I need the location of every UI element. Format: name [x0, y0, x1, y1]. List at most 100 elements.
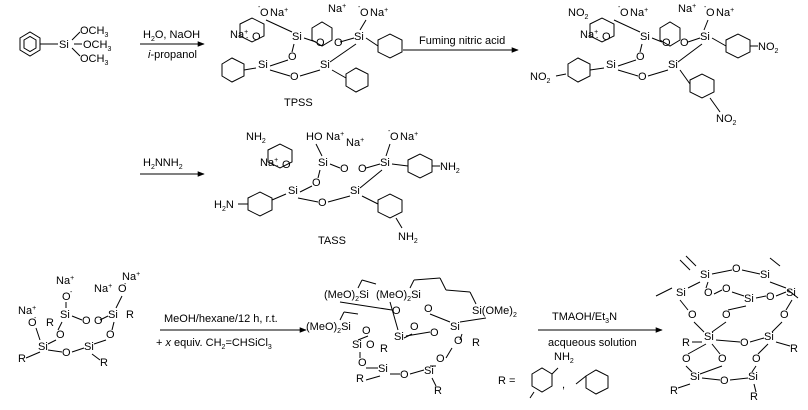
svg-text:Si: Si	[744, 293, 754, 305]
svg-text:NH2: NH2	[440, 161, 460, 175]
svg-text:Si: Si	[700, 269, 710, 281]
svg-text:Si: Si	[676, 287, 686, 299]
svg-text:-: -	[34, 315, 37, 322]
svg-text:O: O	[720, 375, 729, 387]
svg-text:O: O	[316, 37, 325, 49]
svg-text:Si: Si	[292, 31, 302, 43]
svg-text:O: O	[334, 37, 343, 49]
svg-text:O: O	[636, 51, 645, 63]
svg-text:-: -	[358, 4, 361, 11]
svg-text:OCH3: OCH3	[83, 39, 111, 53]
svg-text:-: -	[258, 4, 261, 11]
svg-text:-: -	[618, 4, 621, 11]
svg-text:Si: Si	[354, 31, 364, 43]
svg-text:Si(OMe)2: Si(OMe)2	[472, 305, 517, 319]
svg-text:O: O	[424, 303, 433, 315]
svg-text:O: O	[454, 335, 463, 347]
svg-text:Si: Si	[450, 321, 460, 333]
tass-structure: NH2 HO Na+ Na+ O - Na+ Na+ - O Si Si O O…	[214, 128, 460, 247]
svg-text:Si: Si	[378, 363, 388, 375]
svg-text:O: O	[360, 7, 369, 19]
svg-text:Fuming nitric acid: Fuming nitric acid	[419, 35, 505, 47]
svg-text:O: O	[358, 357, 367, 369]
arrow-hydrolysis: H2O, NaOH i-propanol	[140, 29, 205, 61]
svg-text:Na+: Na+	[630, 7, 648, 19]
svg-text:O: O	[430, 327, 439, 339]
arrow-condensation: TMAOH/Et3N acqueous solution	[538, 311, 663, 349]
svg-text:NH2: NH2	[398, 231, 418, 245]
svg-text:acqueous solution: acqueous solution	[548, 337, 637, 349]
svg-text:O: O	[260, 7, 269, 19]
svg-text:O: O	[680, 37, 689, 49]
svg-text:H2NNH2: H2NNH2	[143, 157, 183, 171]
svg-text:R: R	[126, 309, 134, 321]
svg-text:Si: Si	[760, 269, 770, 281]
svg-text:Si: Si	[108, 309, 118, 321]
svg-text:Na+: Na+	[400, 131, 418, 143]
svg-text:Na+: Na+	[230, 29, 248, 41]
svg-text:O: O	[638, 71, 647, 83]
svg-text:O: O	[682, 353, 691, 365]
svg-text:Si: Si	[700, 31, 710, 43]
svg-text:NO2: NO2	[568, 7, 589, 21]
svg-text:H2O, NaOH: H2O, NaOH	[143, 29, 200, 43]
svg-text:Na+: Na+	[678, 3, 696, 15]
svg-text:(MeO)2Si: (MeO)2Si	[376, 289, 421, 303]
svg-text:(MeO)2Si: (MeO)2Si	[324, 289, 369, 303]
svg-text:Si: Si	[394, 331, 404, 343]
svg-text:Si: Si	[748, 371, 758, 383]
svg-text:O: O	[390, 131, 399, 143]
svg-text:Si: Si	[318, 157, 328, 169]
svg-text:O: O	[766, 291, 775, 303]
svg-text:Si: Si	[764, 331, 774, 343]
svg-text:O: O	[780, 309, 789, 321]
svg-text:O: O	[392, 305, 401, 317]
svg-text:O: O	[312, 177, 321, 189]
svg-text:O: O	[620, 7, 629, 19]
arrow-capping: MeOH/hexane/12 h, r.t. + x equiv. CH2=CH…	[156, 313, 307, 351]
svg-text:-: -	[596, 35, 599, 42]
svg-text:Si: Si	[258, 59, 268, 71]
svg-text:H2N: H2N	[214, 199, 234, 213]
arrow-reduction: H2NNH2	[140, 157, 205, 177]
svg-text:NO2: NO2	[758, 41, 779, 55]
svg-text:Si: Si	[424, 365, 434, 377]
svg-text:-: -	[246, 35, 249, 42]
svg-text:O: O	[340, 163, 349, 175]
svg-text:Na+: Na+	[18, 305, 36, 317]
svg-text:O: O	[740, 337, 749, 349]
svg-text:OCH3: OCH3	[80, 53, 108, 67]
svg-text:R: R	[380, 343, 388, 355]
svg-text:Si: Si	[288, 185, 298, 197]
svg-text:O: O	[706, 7, 715, 19]
reactant-phenyltrimethoxysilane: Si OCH3 OCH3 OCH3	[19, 25, 111, 67]
svg-text:R: R	[46, 317, 54, 329]
svg-text:Si: Si	[60, 309, 70, 321]
svg-text:O: O	[662, 37, 671, 49]
svg-text:HO: HO	[306, 131, 323, 143]
svg-text:O: O	[318, 197, 327, 209]
svg-text:NH2: NH2	[554, 351, 574, 365]
svg-text:Na+: Na+	[346, 137, 364, 149]
svg-text:O: O	[718, 353, 727, 365]
svg-text:-: -	[388, 128, 391, 135]
svg-text:Na+: Na+	[580, 29, 598, 41]
svg-text:NH2: NH2	[246, 131, 266, 145]
svg-text:O: O	[366, 339, 375, 351]
svg-text:Si: Si	[320, 59, 330, 71]
svg-text:,: ,	[562, 379, 565, 391]
svg-text:O: O	[252, 31, 261, 43]
svg-text:-: -	[704, 4, 707, 11]
svg-text:i-propanol: i-propanol	[148, 49, 197, 61]
svg-text:O: O	[732, 263, 741, 275]
svg-text:Si: Si	[38, 341, 48, 353]
svg-text:Si: Si	[84, 341, 94, 353]
svg-text:O: O	[118, 283, 127, 295]
svg-text:R =: R =	[498, 375, 515, 387]
svg-text:Na+: Na+	[56, 275, 74, 287]
svg-text:MeOH/hexane/12 h, r.t.: MeOH/hexane/12 h, r.t.	[164, 313, 278, 325]
svg-text:Si: Si	[606, 59, 616, 71]
svg-text:Na+: Na+	[260, 157, 278, 169]
svg-text:NO2: NO2	[716, 113, 737, 127]
